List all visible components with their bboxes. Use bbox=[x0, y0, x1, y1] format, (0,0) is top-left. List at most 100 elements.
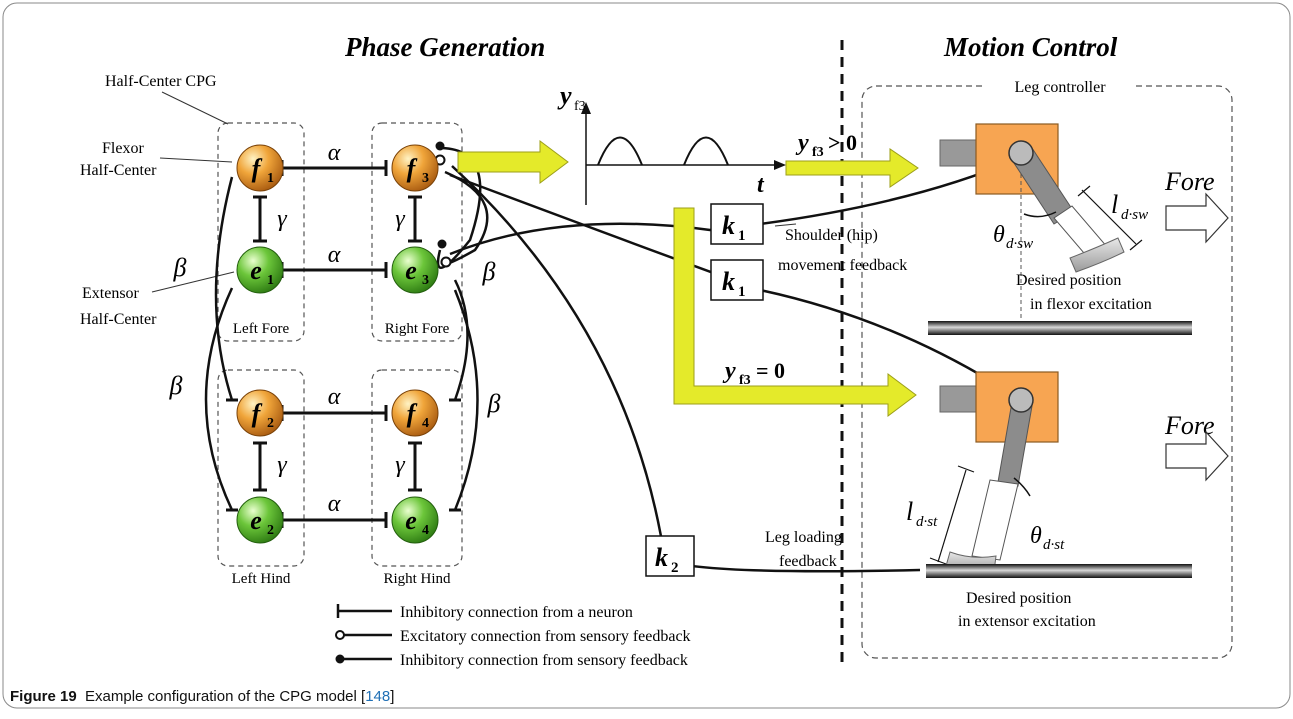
l-dst-letter: l bbox=[906, 497, 913, 526]
yf3-eq-y: y bbox=[722, 358, 736, 384]
yf3-gt-text: > 0 bbox=[828, 130, 857, 155]
shoulder-pointer bbox=[774, 223, 797, 227]
l-dsw-sub: d·sw bbox=[1121, 207, 1148, 223]
svg-text:k: k bbox=[722, 211, 735, 240]
neuron-e2: e 2 bbox=[236, 496, 284, 544]
alpha-label-4: α bbox=[328, 491, 341, 517]
svg-text:3: 3 bbox=[422, 273, 429, 288]
neuron-f3: f 3 bbox=[391, 144, 439, 192]
svg-text:f: f bbox=[407, 399, 418, 428]
ground-upper bbox=[928, 321, 1192, 335]
flexor-pointer bbox=[159, 157, 233, 163]
figure-caption: Figure 19 Example configuration of the C… bbox=[10, 688, 394, 705]
leg-controller-label: Leg controller bbox=[1014, 79, 1106, 96]
yf3-eq-sub: f3 bbox=[739, 373, 751, 388]
right-hind-box bbox=[371, 369, 463, 567]
svg-text:Inhibitory connection from sen: Inhibitory connection from sensory feedb… bbox=[400, 652, 688, 669]
beta-label-4: β bbox=[487, 389, 501, 418]
svg-text:Excitatory connection from sen: Excitatory connection from sensory feedb… bbox=[400, 628, 691, 645]
theta-dsw-letter: θ bbox=[993, 222, 1005, 248]
gamma-label-4: γ bbox=[395, 452, 405, 478]
caption-text: Example configuration of the CPG model [ bbox=[85, 688, 366, 705]
svg-text:f: f bbox=[252, 154, 263, 183]
left-fore-box bbox=[217, 122, 305, 342]
extensor-label-2: Half-Center bbox=[80, 311, 157, 328]
desired-extensor-label-1: Desired position bbox=[966, 590, 1071, 607]
k1-box-upper: k 1 bbox=[710, 203, 764, 245]
yellow-arrow-f3-output bbox=[457, 140, 569, 184]
phase-generation-title: Phase Generation bbox=[344, 32, 545, 62]
alpha-label-3: α bbox=[328, 384, 341, 410]
svg-text:e: e bbox=[250, 506, 262, 535]
gamma-label-2: γ bbox=[395, 206, 405, 232]
flexor-label-2: Half-Center bbox=[80, 162, 157, 179]
graph-t-label: t bbox=[757, 172, 765, 198]
svg-text:e: e bbox=[405, 506, 417, 535]
half-center-pointer bbox=[161, 91, 229, 125]
svg-text:k: k bbox=[655, 543, 668, 572]
yf3-graph bbox=[581, 102, 786, 205]
svg-text:4: 4 bbox=[422, 523, 429, 538]
beta-label-3: β bbox=[482, 257, 496, 286]
svg-text:1: 1 bbox=[267, 273, 274, 288]
neuron-e1: e 1 bbox=[236, 246, 284, 294]
fore-label-1: Fore bbox=[1164, 167, 1215, 196]
svg-text:4: 4 bbox=[422, 416, 429, 431]
yf3-eq-text: = 0 bbox=[756, 358, 785, 383]
legend-item-inhibitory-feedback: Inhibitory connection from sensory feedb… bbox=[335, 652, 688, 669]
gamma-connections bbox=[253, 195, 422, 492]
alpha-connections bbox=[280, 160, 388, 528]
half-center-cpg-label: Half-Center CPG bbox=[105, 73, 217, 90]
yf3-gt-sub: f3 bbox=[812, 145, 824, 160]
left-fore-label: Left Fore bbox=[233, 321, 290, 337]
alpha-label-1: α bbox=[328, 140, 341, 166]
desired-flexor-label-2: in flexor excitation bbox=[1030, 296, 1152, 313]
right-fore-label: Right Fore bbox=[385, 321, 450, 337]
neuron-e3: e 3 bbox=[391, 246, 439, 294]
graph-y-label: y bbox=[557, 81, 572, 110]
neuron-f1: f 1 bbox=[236, 144, 284, 192]
upper-leg-model bbox=[939, 123, 1143, 320]
left-hind-label: Left Hind bbox=[232, 571, 291, 587]
gamma-label-3: γ bbox=[277, 452, 287, 478]
svg-text:e: e bbox=[250, 256, 262, 285]
shoulder-label-1: Shoulder (hip) bbox=[785, 227, 878, 244]
svg-text:f: f bbox=[407, 154, 418, 183]
yellow-arrow-extensor bbox=[673, 207, 917, 417]
theta-dst-sub: d·st bbox=[1043, 537, 1065, 553]
svg-text:e: e bbox=[405, 256, 417, 285]
theta-dsw-sub: d·sw bbox=[1006, 236, 1033, 252]
alpha-label-2: α bbox=[328, 242, 341, 268]
excite-marker-e3 bbox=[440, 256, 452, 268]
svg-text:1: 1 bbox=[267, 171, 274, 186]
shoulder-label-2: movement feedback bbox=[778, 257, 907, 274]
gamma-label-1: γ bbox=[277, 206, 287, 232]
neuron-e4: e 4 bbox=[391, 496, 439, 544]
caption-reference-link[interactable]: 148 bbox=[365, 688, 391, 705]
beta-label-2: β bbox=[169, 371, 183, 400]
k2-box: k 2 bbox=[645, 535, 695, 577]
l-dsw-letter: l bbox=[1111, 190, 1118, 219]
theta-dst-letter: θ bbox=[1030, 523, 1042, 549]
desired-extensor-label-2: in extensor excitation bbox=[958, 613, 1096, 630]
svg-text:1: 1 bbox=[738, 228, 746, 244]
svg-text:2: 2 bbox=[267, 523, 274, 538]
l-dst-sub: d·st bbox=[916, 514, 938, 530]
graph-y-sub: f3 bbox=[574, 99, 586, 114]
leg-loading-label-1: Leg loading bbox=[765, 529, 842, 546]
svg-text:2: 2 bbox=[267, 416, 274, 431]
desired-flexor-label-1: Desired position bbox=[1016, 272, 1121, 289]
yf3-gt-y: y bbox=[795, 130, 809, 156]
ground-lower bbox=[926, 564, 1192, 578]
svg-text:1: 1 bbox=[738, 284, 746, 300]
svg-text:k: k bbox=[722, 267, 735, 296]
extensor-pointer bbox=[151, 271, 235, 293]
legend-item-inhibitory-neuron: Inhibitory connection from a neuron bbox=[336, 604, 633, 621]
inhibit-marker-e3 bbox=[437, 239, 447, 249]
fore-arrow-2 bbox=[1165, 430, 1229, 482]
leg-loading-label-2: feedback bbox=[779, 553, 837, 570]
neuron-f2: f 2 bbox=[236, 389, 284, 437]
